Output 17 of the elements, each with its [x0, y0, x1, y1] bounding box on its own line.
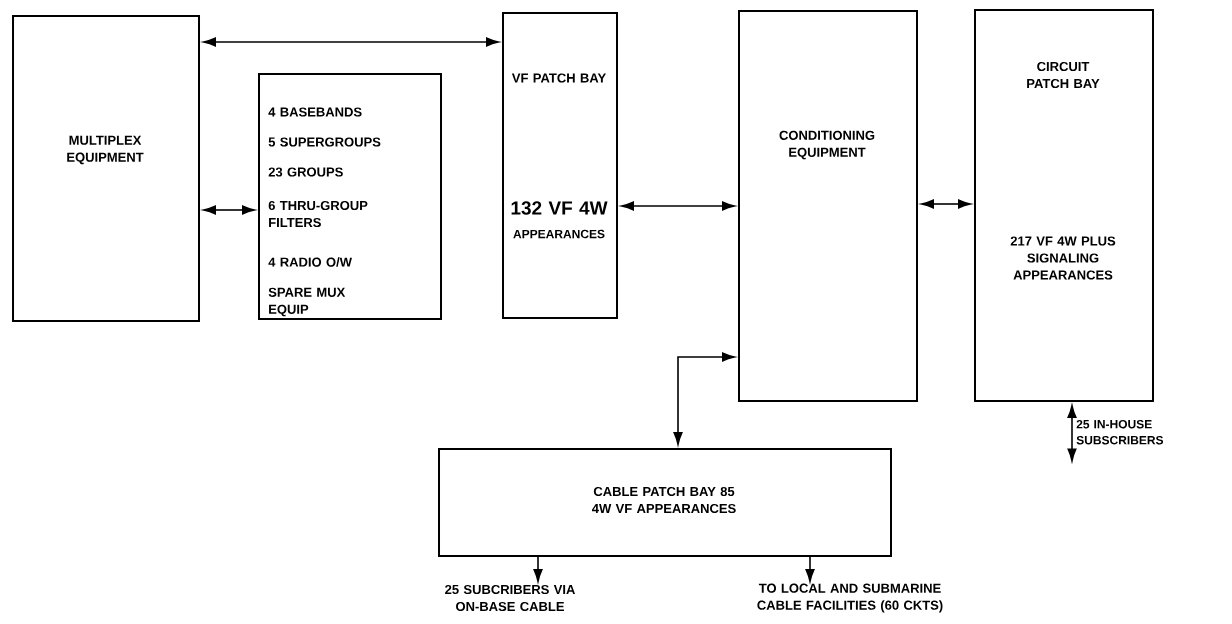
block-box: 4 BASEBANDS 5 SUPERGROUPS 23 GROUPS 6 THRU-GROUP FILTERS 4 RADIO O/W SPARE MUX EQUIP: [258, 73, 442, 320]
arrow: [203, 37, 499, 47]
arrow: [533, 556, 543, 582]
arrow: [203, 205, 255, 215]
arrow: [673, 352, 735, 445]
arrow: [921, 199, 971, 209]
arrow: [621, 201, 735, 211]
note-text: TO LOCAL AND SUBMARINE CABLE FACILITIES (60 CKTS): [757, 583, 943, 613]
arrow: [1067, 405, 1077, 462]
block-box: CIRCUIT PATCH BAY 217 VF 4W PLUS SIGNALING APPEARANCES: [974, 9, 1154, 402]
block-box: CABLE PATCH BAY 85 4W VF APPEARANCES: [438, 448, 892, 557]
note-text: 25 SUBCRIBERS VIA ON-BASE CABLE: [445, 584, 575, 612]
block-box: MULTIPLEX EQUIPMENT: [12, 15, 200, 322]
block-box: VF PATCH BAY 132 VF 4W APPEARANCES: [502, 12, 618, 319]
note-text: 25 IN-HOUSE SUBSCRIBERS: [1076, 419, 1164, 445]
block-box: CONDITIONING EQUIPMENT: [738, 10, 918, 402]
arrow: [805, 556, 815, 582]
